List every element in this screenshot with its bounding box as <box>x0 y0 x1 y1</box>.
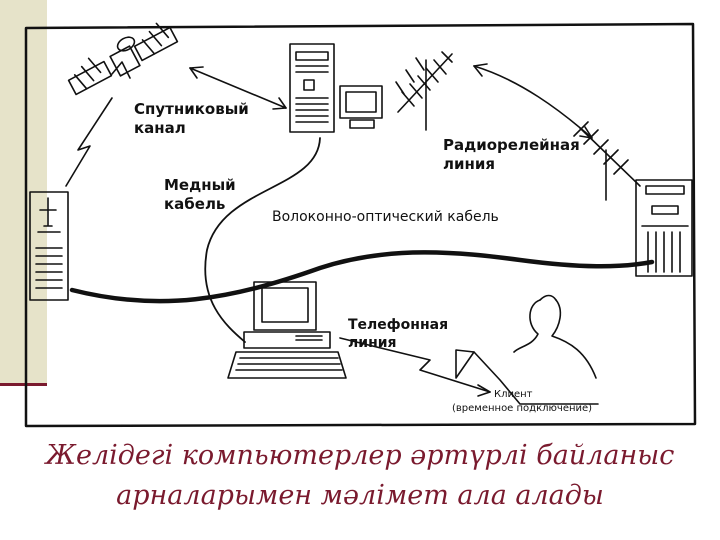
label-fiber-optic-cable: Волоконно-оптический кабель <box>272 209 499 225</box>
caption-line1: Желідегі компьютерлер әртүрлі байланыс <box>45 440 675 471</box>
server-rack-icon-right <box>635 179 693 277</box>
fiber-optic-cable <box>69 250 655 304</box>
satellite-uplink-zigzag <box>65 97 113 187</box>
network-diagram: Спутниковый канал Радиорелейная линия Ме… <box>24 22 697 428</box>
tower-icon-left <box>29 191 69 301</box>
diagram-drawing <box>24 22 697 428</box>
satellite-icon <box>67 22 179 96</box>
desktop-computer-icon <box>227 281 347 379</box>
caption-line2: арналарымен мәлімет ала алады <box>116 480 604 511</box>
label-client-line1: Клиент <box>494 389 533 400</box>
label-client: Клиент (временное подключение) <box>452 388 592 416</box>
label-copper-line2: кабель <box>164 195 226 213</box>
slide-caption: Желідегі компьютерлер әртүрлі байланыс а… <box>0 436 720 516</box>
label-radio-line1: Радиорелейная <box>443 136 580 154</box>
telephone-line-zigzag <box>339 337 491 393</box>
antenna-icon-center <box>395 51 453 131</box>
monitor-icon-top <box>339 85 383 129</box>
label-telephone-line: Телефонная линия <box>348 316 448 352</box>
label-copper-line1: Медный <box>164 176 236 194</box>
label-radio-line2: линия <box>443 155 496 173</box>
label-copper-cable: Медный кабель <box>164 176 236 214</box>
client-person-icon <box>455 294 599 405</box>
label-radio-relay: Радиорелейная линия <box>443 136 580 174</box>
label-satellite-channel: Спутниковый канал <box>134 100 249 138</box>
copper-cable <box>204 137 321 343</box>
satellite-link-arrow <box>189 67 287 109</box>
label-satellite-line2: канал <box>134 119 186 137</box>
antenna-icon-right <box>573 121 641 201</box>
server-tower-icon <box>289 43 335 133</box>
label-phone-line2: линия <box>348 335 397 351</box>
label-phone-line1: Телефонная <box>348 317 449 333</box>
label-client-line2: (временное подключение) <box>452 403 593 414</box>
side-decor-rule <box>0 383 47 386</box>
label-satellite-line1: Спутниковый <box>134 100 249 118</box>
radio-link-arrow <box>473 65 593 139</box>
diagram-frame <box>24 22 697 428</box>
